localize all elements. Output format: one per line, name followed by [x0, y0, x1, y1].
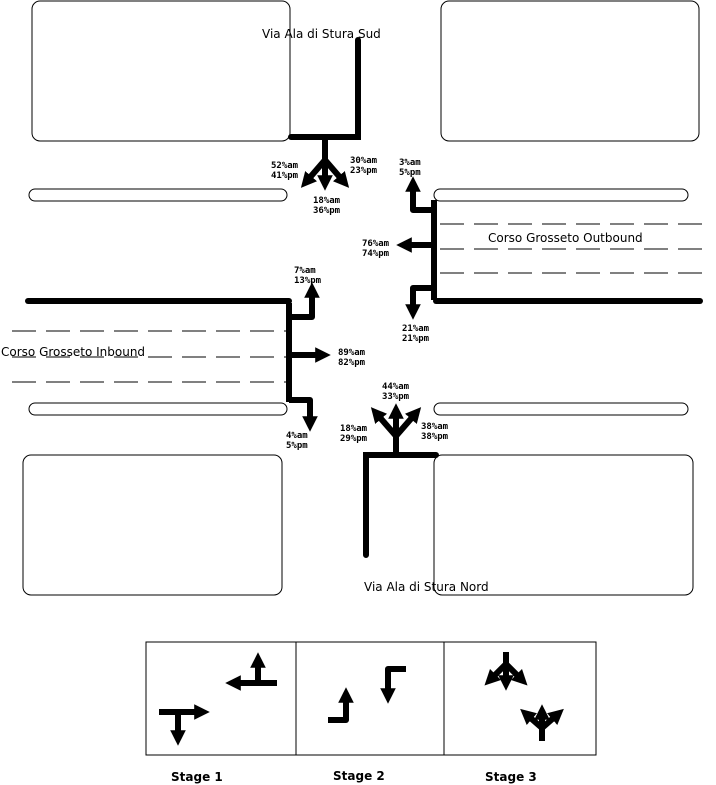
pct-south-through-am: 44%am: [382, 382, 410, 392]
block-northwest: [31, 0, 291, 142]
pct-west-down-am: 4%am: [286, 431, 308, 441]
pct-west-down-pm: 5%pm: [286, 441, 308, 451]
south-right-arrow: [393, 407, 422, 452]
pct-south-right-am: 38%am: [421, 422, 449, 432]
north-approach-kerb: [288, 37, 361, 140]
road-name-west: Corso Grosseto Inbound: [1, 345, 145, 359]
stage-2-west-up-arrow: [328, 687, 354, 723]
road-name-north: Via Ala di Stura Sud: [262, 27, 381, 41]
lane-dividers: [12, 223, 710, 383]
east-up-arrow: [405, 176, 434, 213]
pct-south-through-pm: 33%pm: [382, 392, 410, 402]
west-up-arrow: [289, 282, 320, 320]
stage-2-east-down-arrow: [380, 666, 406, 704]
median-nw: [28, 188, 288, 202]
stage-3-label: Stage 3: [485, 770, 537, 784]
south-approach-kerb: [363, 452, 439, 558]
median-se: [433, 402, 689, 416]
pct-east-through-pm: 74%pm: [362, 249, 390, 259]
east-down-arrow: [405, 285, 434, 320]
kerb-lines: [25, 37, 703, 558]
pct-west-through-am: 89%am: [338, 348, 366, 358]
stage-1-label: Stage 1: [171, 770, 223, 784]
stage-1-movements: [159, 652, 277, 746]
west-down-arrow: [289, 397, 318, 432]
road-name-east: Corso Grosseto Outbound: [488, 231, 643, 245]
pct-north-right-pm: 23%pm: [350, 166, 378, 176]
pct-north-left-am: 52%am: [271, 161, 299, 171]
pct-south-right-pm: 38%pm: [421, 432, 449, 442]
pct-south-left-pm: 29%pm: [340, 434, 368, 444]
pct-north-left-pm: 41%pm: [271, 171, 299, 181]
stage-3-south-right-arrow: [539, 708, 564, 741]
median-sw: [28, 402, 288, 416]
stage-table: Stage 1 Stage 2 Stage 3: [145, 641, 597, 784]
pct-east-up-am: 3%am: [399, 158, 421, 168]
pct-east-down-pm: 21%pm: [402, 334, 430, 344]
pct-north-right-am: 30%am: [350, 156, 378, 166]
pct-west-through-pm: 82%pm: [338, 358, 366, 368]
block-southeast: [433, 454, 694, 596]
block-northeast: [440, 0, 700, 142]
stage-table-frame: [145, 641, 597, 756]
pct-east-down-am: 21%am: [402, 324, 430, 334]
pct-south-left-am: 18%am: [340, 424, 368, 434]
block-southwest: [22, 454, 283, 596]
pct-north-through-am: 18%am: [313, 196, 341, 206]
stage-2-movements: [328, 666, 406, 723]
movement-arrows: [286, 140, 437, 452]
north-right-arrow: [322, 140, 350, 188]
stage-2-label: Stage 2: [333, 769, 385, 783]
median-ne: [433, 188, 689, 202]
turning-percentages: 52%am 41%pm 30%am 23%pm 18%am 36%pm 3%am…: [271, 156, 449, 451]
stage-3-north-right-arrow: [503, 652, 528, 686]
pct-north-through-pm: 36%pm: [313, 206, 341, 216]
pct-west-up-am: 7%am: [294, 266, 316, 276]
pct-east-through-am: 76%am: [362, 239, 390, 249]
pct-east-up-pm: 5%pm: [399, 168, 421, 178]
stage-3-movements: [484, 652, 564, 741]
pct-west-up-pm: 13%pm: [294, 276, 322, 286]
road-name-south: Via Ala di Stura Nord: [364, 580, 489, 594]
